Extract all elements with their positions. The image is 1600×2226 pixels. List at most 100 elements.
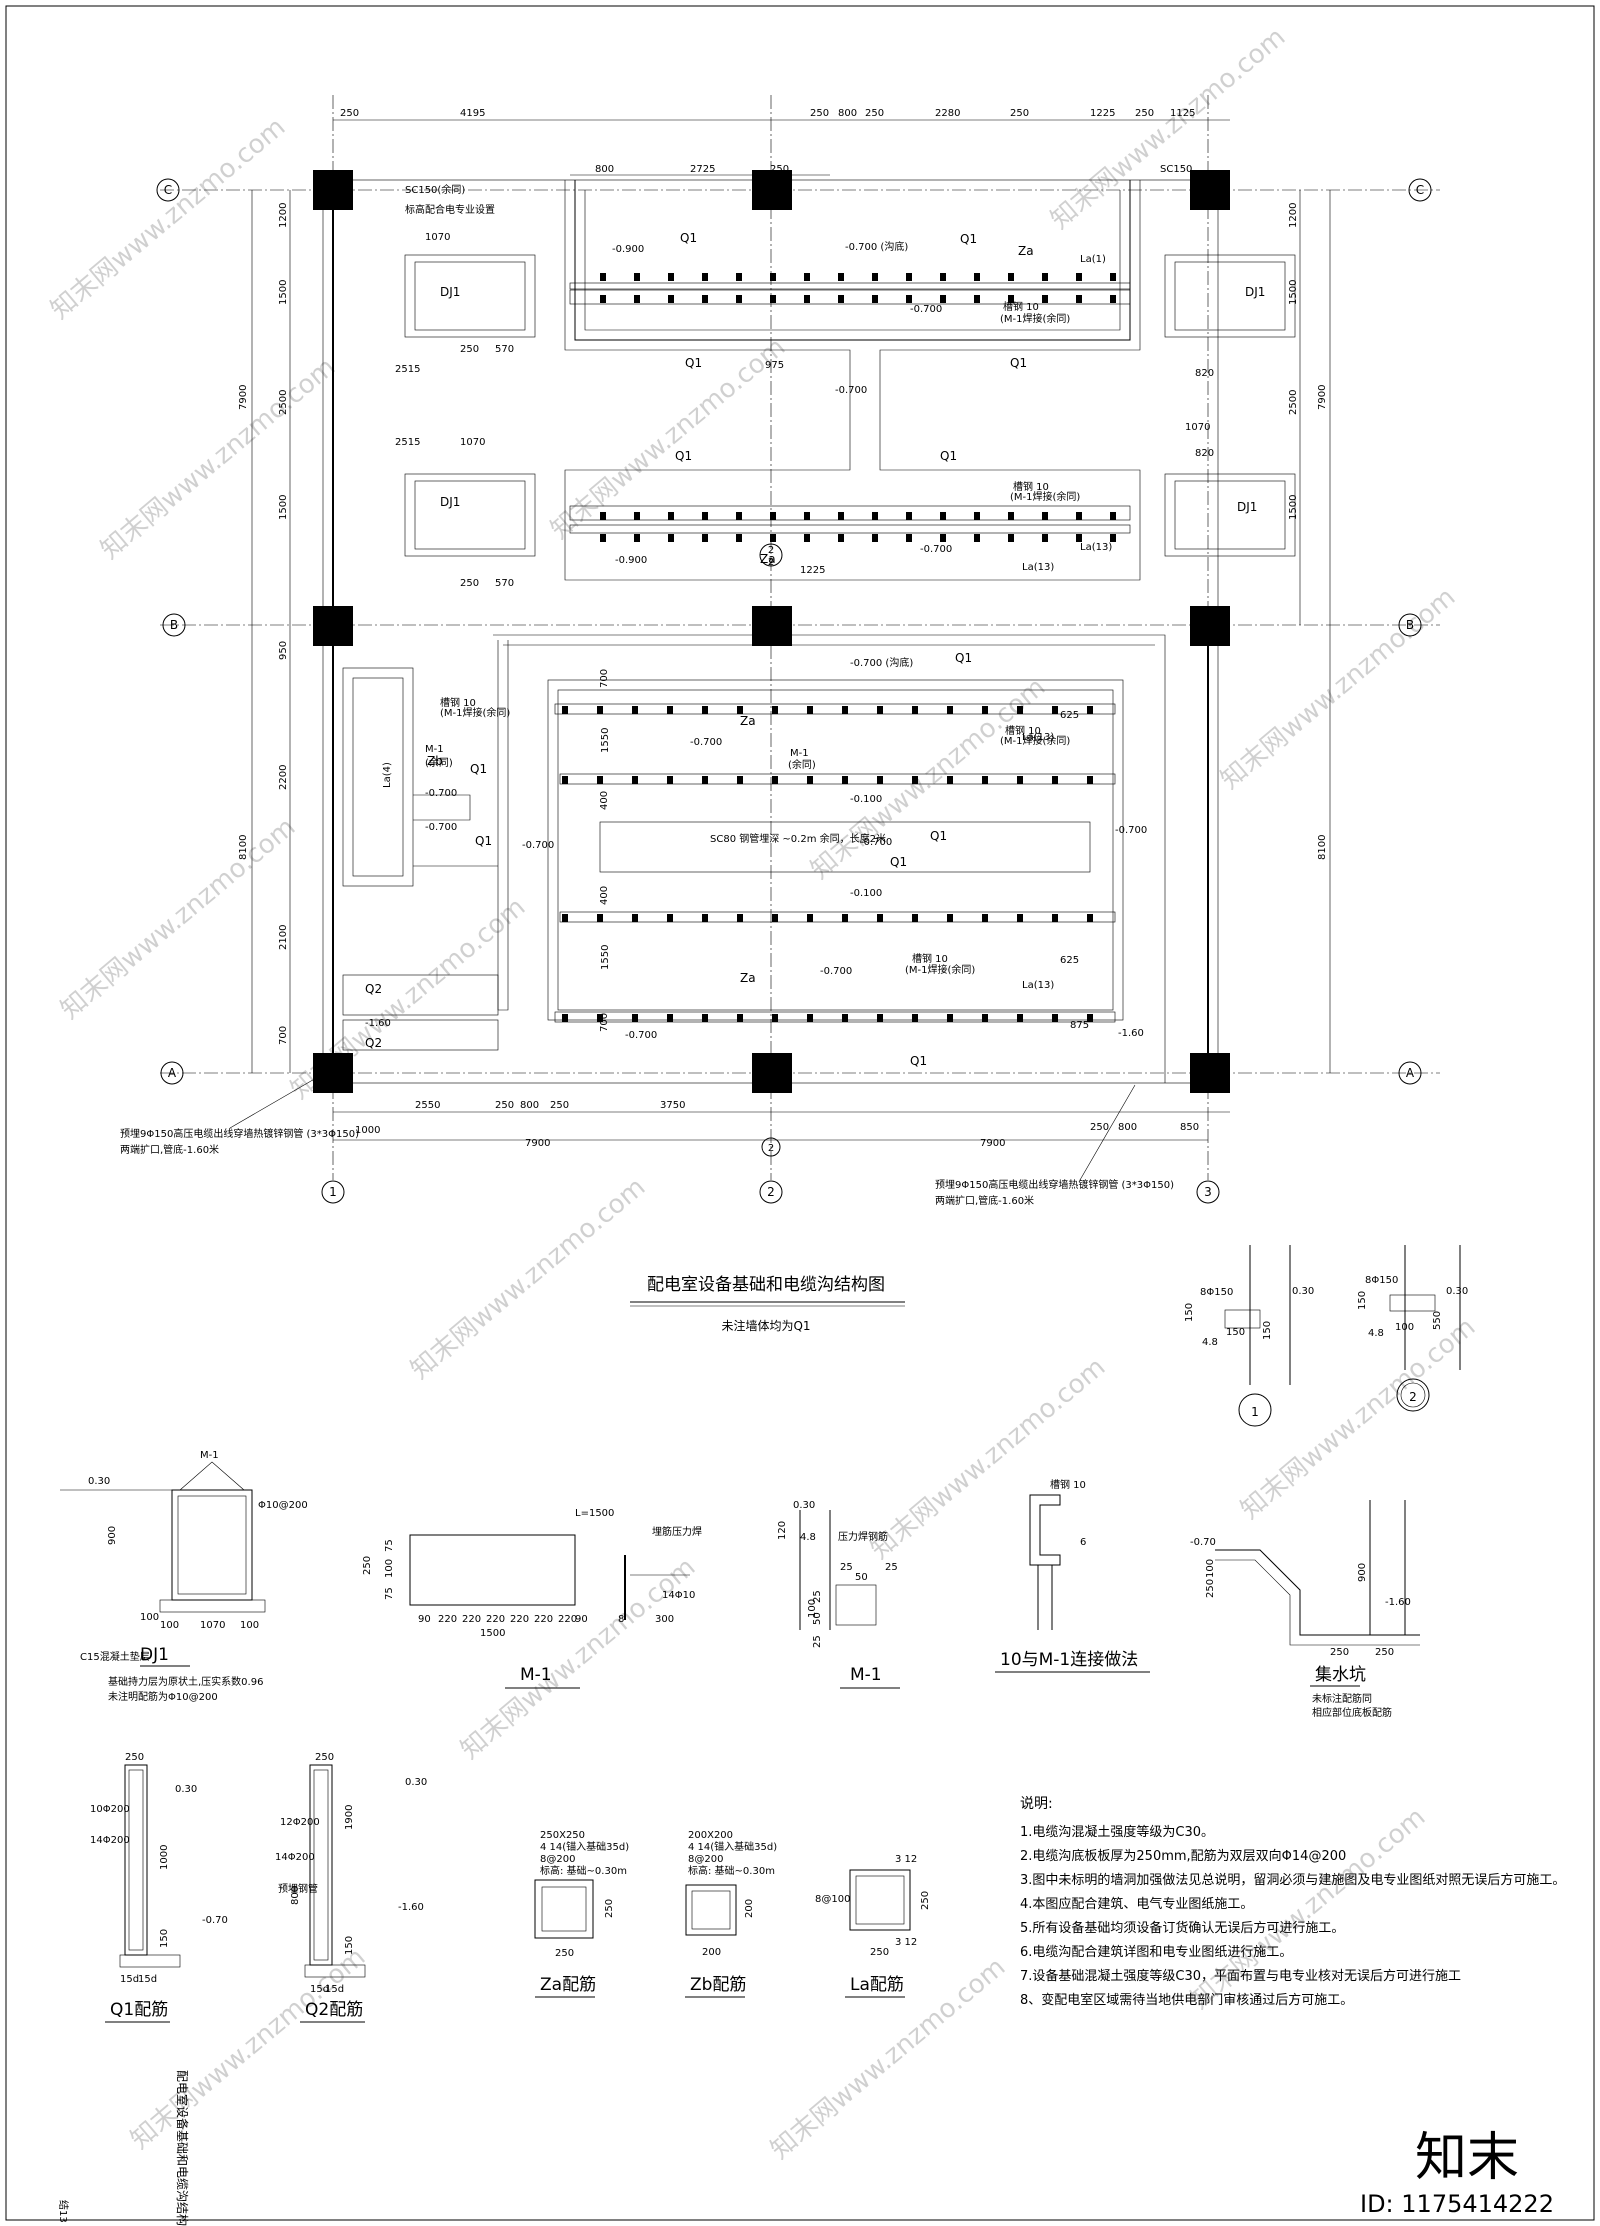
channel-mark bbox=[667, 914, 673, 922]
svg-text:10Φ200: 10Φ200 bbox=[90, 1804, 130, 1815]
drawing-title-block: 配电室设备基础和电缆沟结构图 未注墙体均为Q1 bbox=[630, 1275, 905, 1333]
svg-text:250: 250 bbox=[315, 1752, 334, 1763]
svg-text:Q1: Q1 bbox=[960, 232, 977, 246]
watermark-text: 知末网www.znzmo.com bbox=[1235, 1312, 1481, 1525]
detail-za: 250X250 4 14(锚入基础35d) 8@200 标高: 基础~0.30m… bbox=[534, 1830, 629, 1998]
svg-text:100: 100 bbox=[1205, 1559, 1216, 1578]
watermark-text: 知末网www.znzmo.com bbox=[285, 892, 531, 1105]
channel-mark bbox=[634, 534, 640, 542]
svg-text:-0.900: -0.900 bbox=[612, 244, 644, 255]
svg-text:3 12: 3 12 bbox=[895, 1937, 917, 1948]
watermark-text: 知末网www.znzmo.com bbox=[865, 1352, 1111, 1565]
note-2: 2.电缆沟底板板厚为250mm,配筋为双层双向Φ14@200 bbox=[1020, 1848, 1346, 1864]
svg-text:1070: 1070 bbox=[1185, 422, 1210, 433]
svg-text:250: 250 bbox=[810, 108, 829, 119]
channel-mark bbox=[838, 512, 844, 520]
detail-sump-pit: -0.70 100 250 900 -1.60 250 250 集水坑 未标注配… bbox=[1190, 1500, 1420, 1719]
channel-mark bbox=[877, 706, 883, 714]
axis-bubble-row-c: C bbox=[156, 178, 180, 202]
svg-text:100: 100 bbox=[240, 1620, 259, 1631]
channel-mark bbox=[737, 1014, 743, 1022]
axis-bubble-row-c-right: C bbox=[1408, 178, 1432, 202]
svg-text:200X200: 200X200 bbox=[688, 1830, 733, 1841]
channel-mark bbox=[1087, 914, 1093, 922]
channel-mark bbox=[1017, 706, 1023, 714]
watermark-text: 知末网www.znzmo.com bbox=[95, 352, 341, 565]
svg-text:-0.70: -0.70 bbox=[202, 1915, 228, 1926]
channel-mark bbox=[982, 776, 988, 784]
q1-title: Q1配筋 bbox=[110, 2000, 168, 2020]
svg-text:250: 250 bbox=[1135, 108, 1154, 119]
svg-text:Q1: Q1 bbox=[680, 231, 697, 245]
svg-text:4.8: 4.8 bbox=[1202, 1337, 1218, 1348]
svg-text:250: 250 bbox=[362, 1556, 373, 1575]
svg-text:300: 300 bbox=[655, 1614, 674, 1625]
svg-text:8Φ150: 8Φ150 bbox=[1200, 1287, 1233, 1298]
svg-text:Za: Za bbox=[740, 971, 756, 985]
svg-text:7900: 7900 bbox=[980, 1138, 1005, 1149]
axis-bubble-row-a-right: A bbox=[1398, 1061, 1422, 1085]
svg-text:Za: Za bbox=[740, 714, 756, 728]
svg-text:625: 625 bbox=[1060, 955, 1079, 966]
channel-mark bbox=[982, 914, 988, 922]
channel-mark bbox=[772, 1014, 778, 1022]
svg-text:1550: 1550 bbox=[600, 945, 611, 970]
channel-mark bbox=[1042, 534, 1048, 542]
svg-text:220: 220 bbox=[510, 1614, 529, 1625]
svg-text:0.30: 0.30 bbox=[175, 1784, 197, 1795]
svg-text:150: 150 bbox=[1226, 1327, 1245, 1338]
channel-mark bbox=[772, 776, 778, 784]
channel-rows-upper bbox=[569, 282, 1131, 534]
svg-text:1225: 1225 bbox=[1090, 108, 1115, 119]
foundation-plan: C C B B A A 1 2 3 22 2 bbox=[120, 95, 1440, 1207]
left-dimensions: 7900 8100 1200 1500 2500 1500 950 2200 2… bbox=[238, 190, 291, 1073]
svg-text:2550: 2550 bbox=[415, 1100, 440, 1111]
channel-mark bbox=[770, 295, 776, 303]
svg-text:8100: 8100 bbox=[1317, 835, 1328, 860]
channel-mark bbox=[634, 512, 640, 520]
channel-mark bbox=[667, 1014, 673, 1022]
channel-mark bbox=[1017, 1014, 1023, 1022]
svg-text:-0.700 (沟底): -0.700 (沟底) bbox=[845, 240, 908, 253]
channel-mark bbox=[804, 512, 810, 520]
channel-mark bbox=[634, 295, 640, 303]
svg-text:250: 250 bbox=[125, 1752, 144, 1763]
channel-mark bbox=[1076, 273, 1082, 281]
svg-text:975: 975 bbox=[765, 360, 784, 371]
svg-text:15d: 15d bbox=[120, 1974, 139, 1985]
section-2-number: 2 bbox=[1409, 1390, 1417, 1404]
svg-text:100: 100 bbox=[140, 1612, 159, 1623]
detail-la: 3 12 3 12 8@100 250 250 La配筋 bbox=[815, 1854, 931, 1998]
channel-mark bbox=[702, 776, 708, 784]
svg-text:8Φ150: 8Φ150 bbox=[1365, 1275, 1398, 1286]
trench-lower bbox=[493, 634, 1166, 1083]
svg-text:C: C bbox=[1416, 183, 1424, 197]
svg-text:120: 120 bbox=[777, 1521, 788, 1540]
column-c2 bbox=[752, 170, 792, 210]
channel-mark bbox=[632, 706, 638, 714]
svg-text:4195: 4195 bbox=[460, 108, 485, 119]
svg-text:-0.70: -0.70 bbox=[1190, 1537, 1216, 1548]
svg-text:7900: 7900 bbox=[1317, 385, 1328, 410]
svg-text:Φ10@200: Φ10@200 bbox=[258, 1500, 308, 1511]
column-b2 bbox=[752, 606, 792, 646]
channel-mark bbox=[838, 273, 844, 281]
main-subtitle: 未注墙体均为Q1 bbox=[721, 1318, 810, 1333]
svg-text:800: 800 bbox=[290, 1886, 301, 1905]
svg-text:-0.700 (沟底): -0.700 (沟底) bbox=[850, 656, 913, 669]
svg-text:820: 820 bbox=[1195, 448, 1214, 459]
svg-text:2280: 2280 bbox=[935, 108, 960, 119]
svg-text:-0.700: -0.700 bbox=[860, 837, 892, 848]
svg-text:标高配合电专业设置: 标高配合电专业设置 bbox=[405, 203, 495, 216]
svg-text:570: 570 bbox=[495, 344, 514, 355]
svg-text:C15混凝土垫层: C15混凝土垫层 bbox=[80, 1650, 150, 1663]
svg-text:1900: 1900 bbox=[344, 1805, 355, 1830]
svg-text:2500: 2500 bbox=[278, 390, 289, 415]
channel-mark bbox=[1008, 295, 1014, 303]
channel-marks-upper bbox=[600, 273, 1116, 542]
svg-text:250: 250 bbox=[1205, 1579, 1216, 1598]
svg-text:850: 850 bbox=[1180, 1122, 1199, 1133]
channel-mark bbox=[1008, 512, 1014, 520]
svg-text:-0.700: -0.700 bbox=[425, 788, 457, 799]
svg-text:La(1): La(1) bbox=[1080, 254, 1106, 265]
